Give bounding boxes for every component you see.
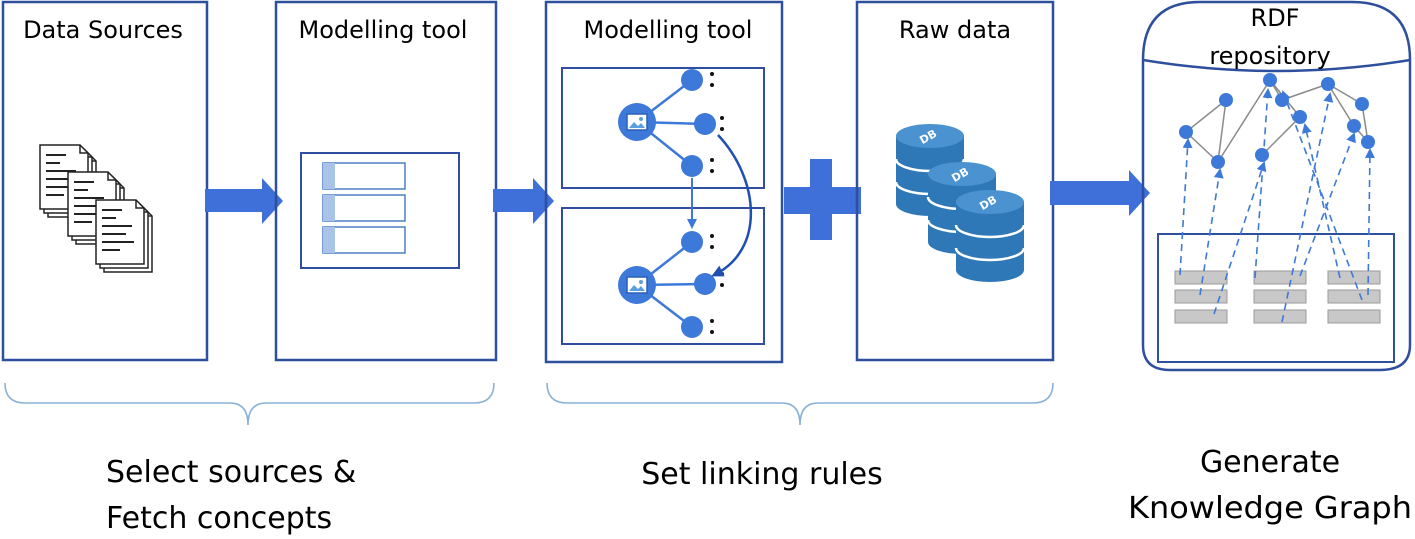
brace-step2 [546, 382, 1054, 426]
caption-step2: Set linking rules [641, 457, 883, 492]
caption-step1-line1: Select sources & [106, 455, 356, 490]
modelling-tool-2-title: Modelling tool [584, 16, 753, 44]
concept-graph-top [561, 67, 765, 189]
database-icon: DB DB DB [894, 122, 1026, 284]
rdf-title-line2: repository [1209, 42, 1330, 70]
rdf-title-line1: RDF [1251, 4, 1300, 32]
form-list-icon [300, 152, 460, 269]
caption-step3-line1: Generate [1200, 445, 1340, 480]
modelling-tool-1-title: Modelling tool [299, 16, 468, 44]
knowledge-graph [1185, 79, 1369, 163]
data-sources-title: Data Sources [23, 16, 183, 44]
panel-modelling-tool-2: Modelling tool [544, 0, 784, 364]
concept-graph-bottom [561, 207, 765, 345]
mapping-arrows [1179, 88, 1375, 323]
panel-rdf-repository: RDF repository [1141, 0, 1412, 372]
brace-step1 [4, 382, 495, 426]
arrow-right-2 [493, 178, 554, 224]
arrow-right-1 [205, 178, 283, 224]
arrow-right-3 [1050, 170, 1150, 216]
panel-modelling-tool-1: Modelling tool [274, 0, 498, 362]
panel-raw-data: Raw data DB DB DB [855, 0, 1055, 362]
source-tables [1157, 233, 1395, 363]
raw-data-title: Raw data [899, 16, 1011, 44]
plus-icon [784, 159, 861, 240]
caption-step3-line2: Knowledge Graph [1128, 491, 1412, 526]
caption-step1-line2: Fetch concepts [106, 501, 332, 536]
link-arrow-curved [711, 134, 753, 277]
knowledge-graph-nodes [1179, 73, 1375, 169]
panel-data-sources: Data Sources [1, 0, 209, 362]
document-stack-icon [40, 145, 152, 272]
